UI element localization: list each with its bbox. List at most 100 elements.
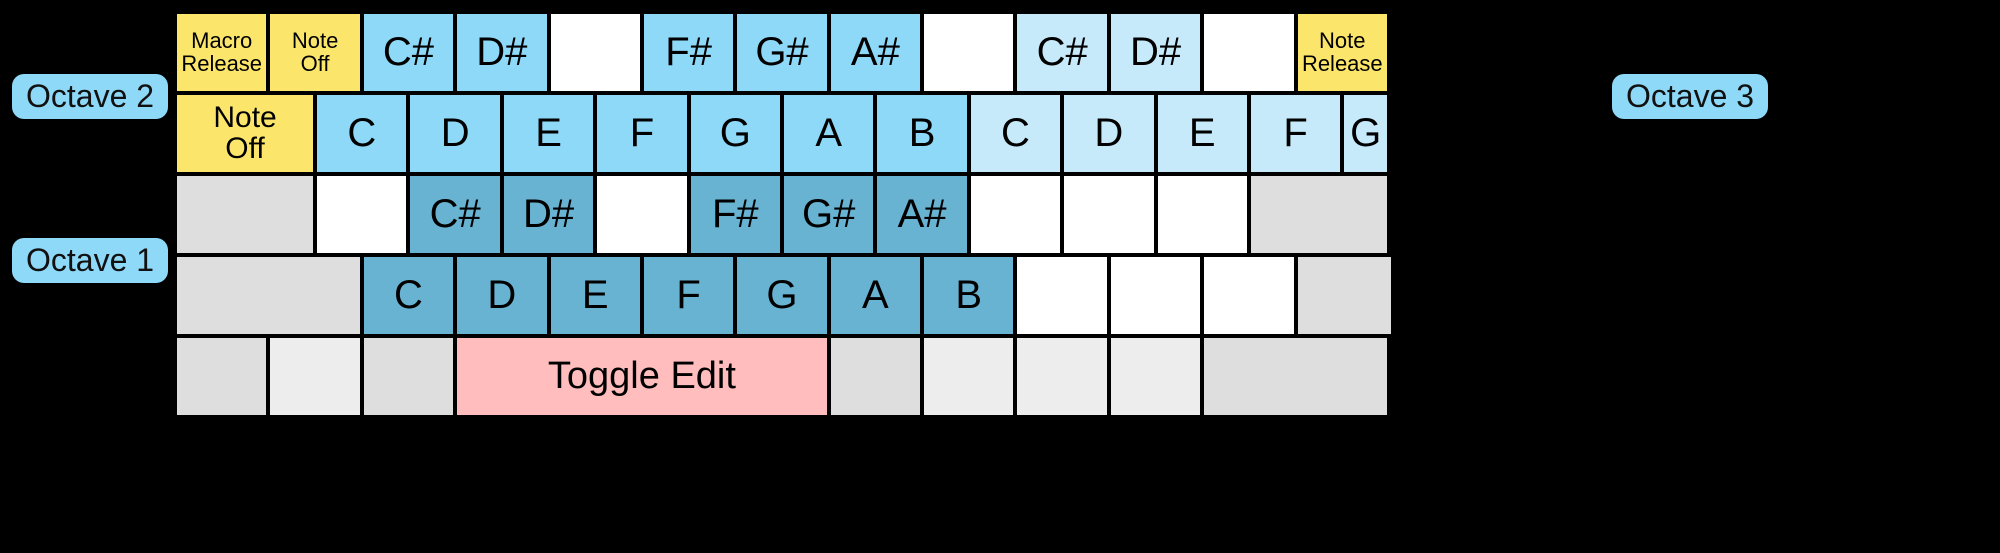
key-label-line: A (815, 111, 843, 156)
key-label: F# (665, 32, 712, 73)
key-c[interactable]: C (361, 255, 456, 336)
key-label-line: C (347, 111, 377, 156)
key-label-line: Note (1319, 28, 1366, 54)
key-label-line: A# (897, 192, 947, 237)
key-blank[interactable] (1295, 255, 1393, 336)
key-g[interactable]: G (688, 93, 782, 174)
key-label: C (394, 275, 423, 316)
key-label: B (909, 113, 936, 154)
key-e[interactable]: E (501, 93, 596, 174)
key-label: E (535, 113, 562, 154)
key-label: G (1350, 113, 1381, 154)
key-label: D (441, 113, 470, 154)
key-asharp[interactable]: A# (828, 12, 923, 93)
key-blank[interactable] (175, 336, 269, 417)
octave-1-label: Octave 1 (12, 238, 169, 283)
key-blank[interactable] (922, 12, 1016, 93)
key-blank[interactable] (1108, 336, 1203, 417)
key-b[interactable]: B (922, 255, 1016, 336)
key-g[interactable]: G (1342, 93, 1389, 174)
key-blank[interactable] (361, 336, 456, 417)
octave-2-label: Octave 2 (12, 74, 169, 119)
key-label-line: C# (1036, 30, 1088, 75)
key-label: G (766, 275, 797, 316)
key-label-line: E (535, 111, 562, 156)
key-f[interactable]: F (1248, 93, 1343, 174)
key-csharp[interactable]: C# (1015, 12, 1109, 93)
key-label-line: F# (711, 192, 759, 237)
key-blank[interactable] (1202, 336, 1389, 417)
key-d[interactable]: D (455, 255, 549, 336)
key-label-line: Release (181, 50, 263, 76)
key-label-line: C (1001, 111, 1030, 156)
key-dsharp[interactable]: D# (455, 12, 549, 93)
key-blank[interactable] (922, 336, 1016, 417)
key-g[interactable]: G (735, 255, 829, 336)
key-label-line: Off (300, 50, 330, 76)
key-blank[interactable] (595, 174, 689, 255)
key-label-line: Off (225, 131, 265, 165)
key-blank[interactable] (1062, 174, 1156, 255)
key-label-line: E (581, 273, 609, 318)
key-blank[interactable] (1015, 336, 1109, 417)
key-label: A (815, 113, 842, 154)
key-blank[interactable] (828, 336, 923, 417)
key-label: C (1001, 113, 1030, 154)
key-gsharp[interactable]: G# (781, 174, 876, 255)
key-label: C# (383, 32, 434, 73)
key-f[interactable]: F (641, 255, 736, 336)
key-asharp[interactable]: A# (875, 174, 969, 255)
key-d[interactable]: D (1062, 93, 1156, 174)
key-toggle-edit[interactable]: Toggle Edit (455, 336, 829, 417)
key-csharp[interactable]: C# (361, 12, 456, 93)
key-gsharp[interactable]: G# (735, 12, 829, 93)
key-label: D (487, 275, 516, 316)
key-blank[interactable] (1248, 174, 1389, 255)
key-fsharp[interactable]: F# (641, 12, 736, 93)
key-label-line: B (908, 111, 936, 156)
key-d[interactable]: D (408, 93, 502, 174)
key-label-line: D (1094, 111, 1124, 156)
key-blank[interactable] (968, 174, 1063, 255)
key-a[interactable]: A (781, 93, 876, 174)
key-b[interactable]: B (875, 93, 969, 174)
key-label-line: Release (1301, 50, 1383, 76)
key-blank[interactable] (1388, 93, 1393, 174)
key-label: C# (1037, 32, 1088, 73)
key-label-line: Toggle Edit (547, 355, 736, 398)
key-dsharp[interactable]: D# (1108, 12, 1203, 93)
key-a[interactable]: A (828, 255, 923, 336)
key-label-line: D# (476, 30, 528, 75)
key-fsharp[interactable]: F# (688, 174, 782, 255)
key-label-line: F (676, 273, 701, 318)
key-blank[interactable] (1015, 255, 1109, 336)
key-e[interactable]: E (548, 255, 642, 336)
key-blank[interactable] (1108, 255, 1203, 336)
key-blank[interactable] (268, 336, 362, 417)
key-blank[interactable] (175, 255, 362, 336)
key-c[interactable]: C (968, 93, 1063, 174)
key-c[interactable]: C (315, 93, 409, 174)
key-dsharp[interactable]: D# (501, 174, 596, 255)
key-label: E (582, 275, 609, 316)
key-blank[interactable] (1388, 12, 1393, 93)
key-blank[interactable] (1202, 12, 1296, 93)
key-e[interactable]: E (1155, 93, 1249, 174)
key-f[interactable]: F (595, 93, 689, 174)
key-label-line: D# (1129, 30, 1182, 75)
key-blank[interactable] (175, 174, 316, 255)
key-blank[interactable] (1202, 255, 1296, 336)
key-csharp[interactable]: C# (408, 174, 502, 255)
key-label-line: Note (291, 28, 339, 54)
key-blank[interactable] (315, 174, 409, 255)
key-label: B (955, 275, 982, 316)
key-blank[interactable] (548, 12, 642, 93)
key-label-line: G# (755, 30, 809, 75)
key-blank[interactable] (1155, 174, 1249, 255)
